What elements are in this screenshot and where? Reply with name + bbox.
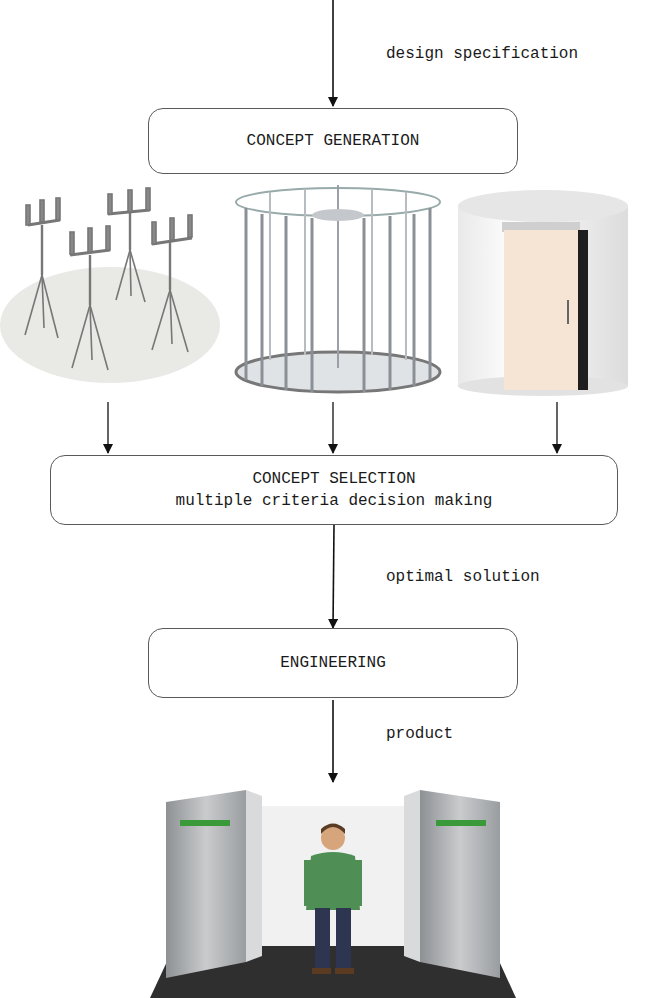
output-arrow [332,700,334,782]
booth-photo [150,790,516,998]
box-title: ENGINEERING [280,652,386,674]
edge-label: optimal solution [384,567,542,587]
process-box: CONCEPT GENERATION [148,108,518,174]
box-title: CONCEPT GENERATION [247,130,420,152]
concept-arrow [556,402,557,453]
flow-arrow [333,525,334,628]
box-title: CONCEPT SELECTION [252,468,415,490]
flow-label: design specification [384,44,580,64]
concept-arrow [332,402,333,453]
input-arrow [332,0,334,106]
box-subtitle: multiple criteria decision making [176,490,493,512]
process-box: CONCEPT SELECTIONmultiple criteria decis… [50,455,618,525]
process-box: ENGINEERING [148,628,518,698]
concept-arrow [107,402,108,453]
pole-ring-concept [236,185,440,392]
cabin-concept [458,190,628,396]
flow-label: product [384,724,455,744]
tripod-concept [0,188,220,383]
